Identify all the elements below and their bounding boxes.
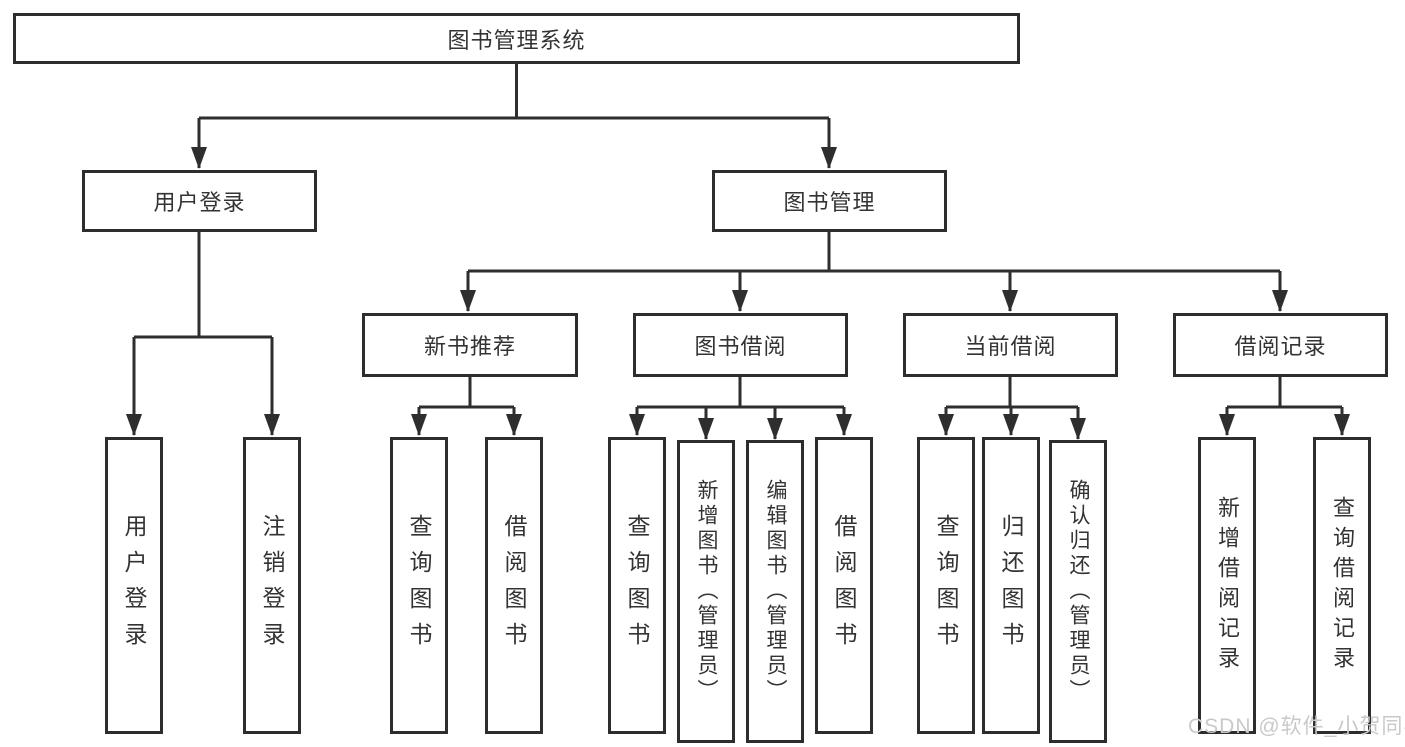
node-user-login: 用户登录	[82, 170, 317, 232]
leaf-confirm-return-admin: 确认归还（管理员）	[1049, 440, 1107, 743]
leaf-logout: 注销登录	[243, 437, 301, 734]
node-book-borrowing: 图书借阅	[633, 313, 848, 377]
leaf-query-book: 查询图书	[608, 437, 666, 734]
leaf-query-borrow-record: 查询借阅记录	[1313, 437, 1371, 734]
leaf-edit-book-admin: 编辑图书（管理员）	[746, 440, 804, 743]
node-current-borrowing: 当前借阅	[903, 313, 1118, 377]
leaf-query-book: 查询图书	[390, 437, 448, 734]
leaf-borrow-book: 借阅图书	[815, 437, 873, 734]
leaf-borrow-book: 借阅图书	[485, 437, 543, 734]
node-borrowing-records: 借阅记录	[1173, 313, 1388, 377]
node-library-system: 图书管理系统	[13, 13, 1020, 64]
node-new-book-recommendation: 新书推荐	[362, 313, 578, 377]
leaf-return-book: 归还图书	[982, 437, 1040, 734]
leaf-user-login: 用户登录	[105, 437, 163, 734]
leaf-query-book: 查询图书	[917, 437, 975, 734]
node-book-management: 图书管理	[712, 170, 947, 232]
csdn-watermark: CSDN @软件_小贺同学	[1188, 715, 1405, 738]
leaf-add-book-admin: 新增图书（管理员）	[677, 440, 735, 743]
leaf-add-borrow-record: 新增借阅记录	[1198, 437, 1256, 734]
